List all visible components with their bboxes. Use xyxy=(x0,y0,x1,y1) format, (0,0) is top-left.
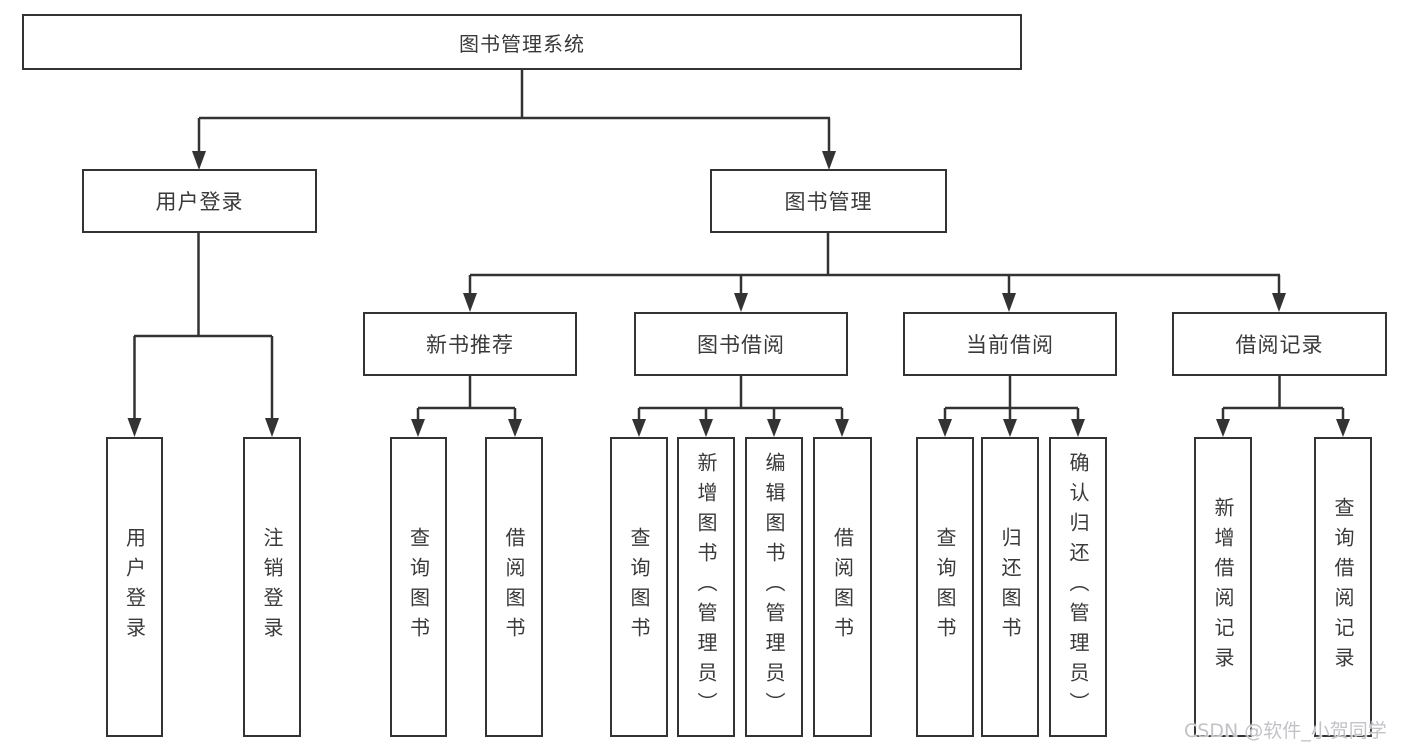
leaf-add-borrow-record: 新增借阅记录 xyxy=(1194,437,1252,737)
node-book-borrowing: 图书借阅 xyxy=(634,312,848,376)
leaf-query-books-current: 查询图书 xyxy=(916,437,974,737)
node-label: 当前借阅 xyxy=(966,333,1054,357)
node-label: 借阅记录 xyxy=(1235,333,1324,357)
leaf-borrow-books-recommend: 借阅图书 xyxy=(485,437,543,737)
node-label: 用户登录 xyxy=(122,527,147,647)
node-label: 查询图书 xyxy=(406,527,431,647)
leaf-query-books-recommend: 查询图书 xyxy=(390,437,447,737)
node-label: 借阅图书 xyxy=(502,527,526,647)
node-label: 图书管理 xyxy=(784,190,873,214)
node-label: 新书推荐 xyxy=(426,333,514,357)
node-book-management: 图书管理 xyxy=(710,169,947,233)
node-label: 用户登录 xyxy=(155,190,244,214)
tree-edge-lines xyxy=(133,70,1345,420)
node-label: 借阅图书 xyxy=(830,527,855,647)
node-label: 编辑图书（管理员） xyxy=(762,452,786,722)
leaf-user-login: 用户登录 xyxy=(106,437,163,737)
leaf-edit-book-admin: 编辑图书（管理员） xyxy=(745,437,803,737)
node-current-borrowing: 当前借阅 xyxy=(903,312,1117,376)
leaf-query-books-borrowing: 查询图书 xyxy=(610,437,668,737)
node-label: 注销登录 xyxy=(260,527,284,647)
leaf-borrow-books: 借阅图书 xyxy=(813,437,872,737)
node-label: 查询借阅记录 xyxy=(1331,497,1355,677)
node-label: 图书管理系统 xyxy=(459,31,585,56)
leaf-return-books: 归还图书 xyxy=(981,437,1039,737)
leaf-add-book-admin: 新增图书（管理员） xyxy=(677,437,735,737)
node-label: 确认归还（管理员） xyxy=(1066,452,1090,722)
node-borrowing-records: 借阅记录 xyxy=(1172,312,1387,376)
node-label: 查询图书 xyxy=(627,527,651,647)
node-label: 新增借阅记录 xyxy=(1211,497,1235,677)
csdn-watermark: CSDN @软件_小贺同学 xyxy=(1184,720,1387,742)
node-label: 归还图书 xyxy=(998,527,1022,647)
node-library-management-system: 图书管理系统 xyxy=(22,14,1022,70)
leaf-logout: 注销登录 xyxy=(243,437,301,737)
node-label: 新增图书（管理员） xyxy=(694,452,718,722)
node-new-book-recommendation: 新书推荐 xyxy=(363,312,577,376)
node-label: 查询图书 xyxy=(933,527,957,647)
arrow-down-icons xyxy=(127,151,1350,437)
leaf-query-borrow-record: 查询借阅记录 xyxy=(1314,437,1372,737)
leaf-confirm-return-admin: 确认归还（管理员） xyxy=(1049,437,1107,737)
node-label: 图书借阅 xyxy=(697,333,785,357)
node-user-login: 用户登录 xyxy=(82,169,317,233)
